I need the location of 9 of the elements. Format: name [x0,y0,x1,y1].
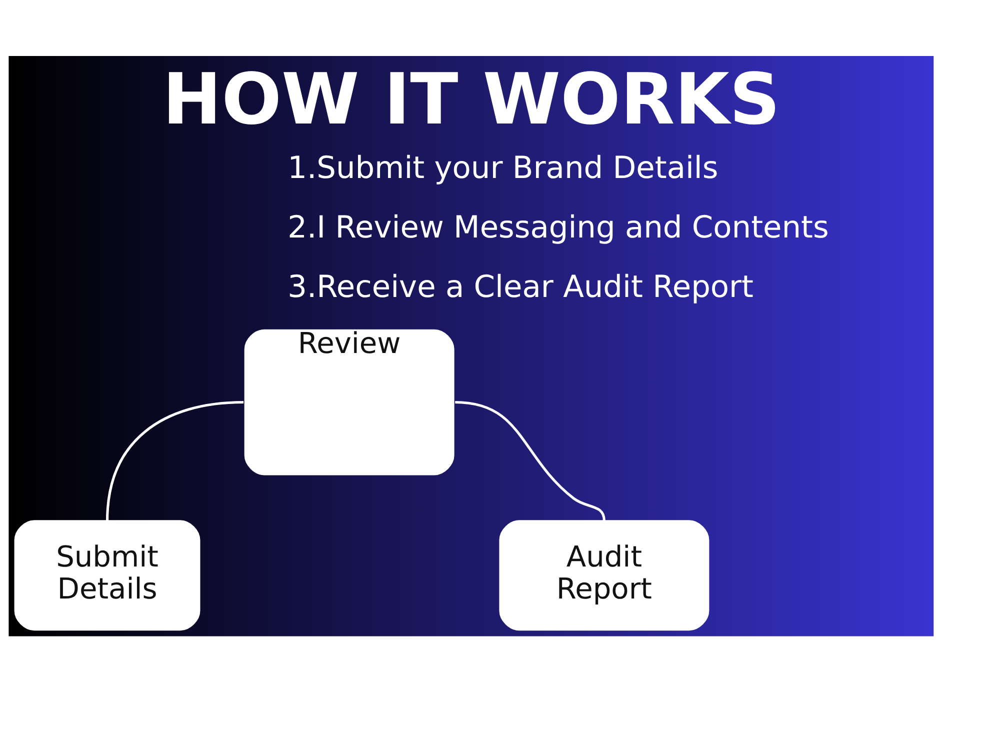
node-box: Review [244,329,454,476]
node-box: Audit Report [499,520,710,631]
connector [106,400,244,521]
connector [455,400,606,521]
node-box: Submit Details [14,520,200,631]
label: 3.Receive a Clear Audit Report [288,270,754,305]
label: 1.Submit your Brand Details [288,151,718,186]
label: 2.I Review Messaging and Contents [288,210,829,246]
diagram-title: HOW IT WORKS [162,58,780,141]
